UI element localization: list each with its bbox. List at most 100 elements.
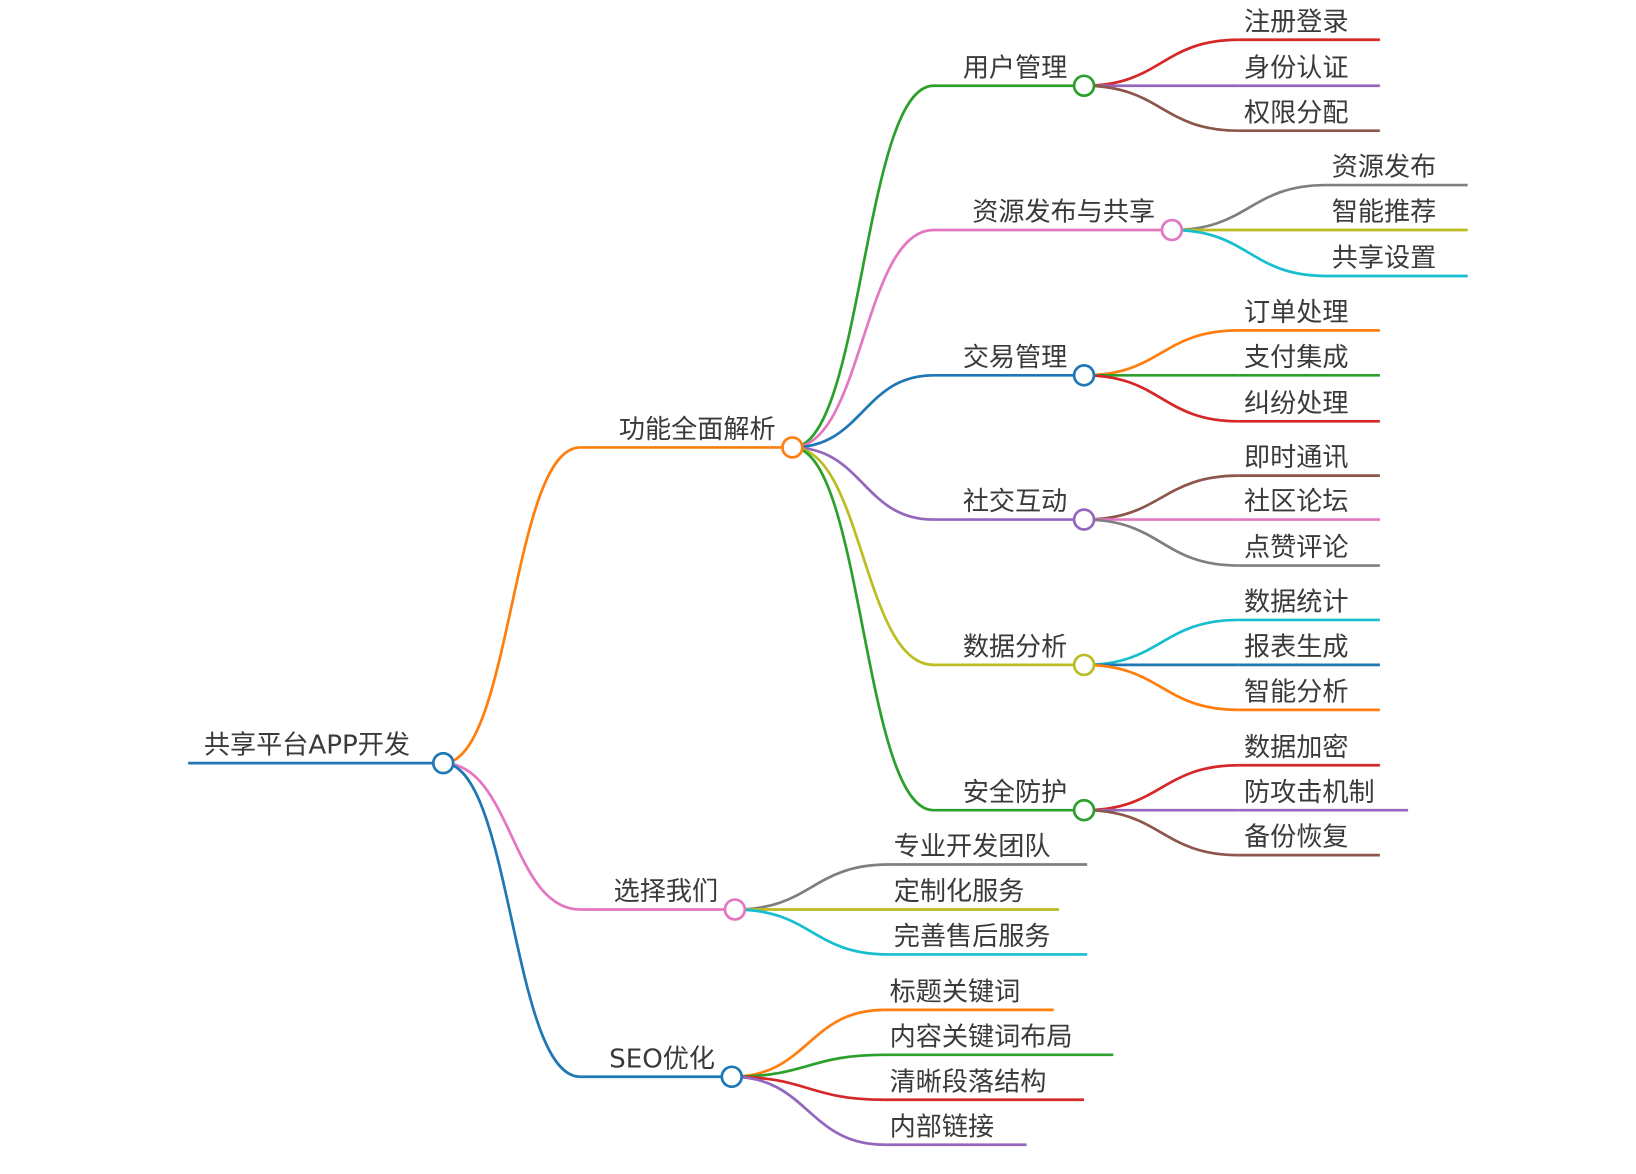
leaf-topic[interactable]: 定制化服务 bbox=[888, 877, 1059, 911]
topic-label: 选择我们 bbox=[614, 877, 719, 907]
collapse-toggle-circle[interactable] bbox=[1160, 218, 1184, 242]
leaf-topic[interactable]: 清晰段落结构 bbox=[884, 1067, 1085, 1102]
leaf-topic[interactable]: 备份恢复 bbox=[1238, 823, 1380, 857]
connector-curve bbox=[1171, 228, 1327, 278]
topic-label: 资源发布 bbox=[1332, 153, 1437, 183]
topic-label: 功能全面解析 bbox=[619, 415, 776, 445]
connector-curve bbox=[1084, 38, 1239, 88]
connector-curve bbox=[1084, 618, 1239, 667]
connector-curve bbox=[731, 1053, 885, 1079]
connector-curve bbox=[731, 1075, 885, 1102]
leaf-topic[interactable]: 订单处理 bbox=[1238, 298, 1380, 332]
topic-label: 内容关键词布局 bbox=[890, 1022, 1073, 1052]
topic-label: 订单处理 bbox=[1244, 298, 1349, 328]
connector-curve bbox=[792, 446, 934, 812]
leaf-topic[interactable]: 纠纷处理 bbox=[1238, 389, 1380, 423]
leaf-topic[interactable]: 完善售后服务 bbox=[888, 922, 1088, 956]
topic-label: 社交互动 bbox=[963, 487, 1068, 517]
topic-label: 身份认证 bbox=[1244, 53, 1349, 83]
topic-label: 完善售后服务 bbox=[894, 922, 1051, 952]
leaf-topic[interactable]: 即时通讯 bbox=[1238, 443, 1380, 478]
topic-label: 权限分配 bbox=[1244, 98, 1349, 128]
connector-curve bbox=[792, 84, 934, 449]
leaf-topic[interactable]: 数据加密 bbox=[1238, 733, 1380, 767]
collapse-toggle-circle[interactable] bbox=[1072, 508, 1096, 531]
connector-curve bbox=[1084, 663, 1239, 712]
topic-label: 报表生成 bbox=[1244, 632, 1349, 662]
connector-curve bbox=[1084, 474, 1239, 521]
connector-curve bbox=[792, 228, 934, 449]
branch-topic[interactable]: 选择我们 bbox=[580, 877, 747, 921]
connector-curve bbox=[731, 1008, 885, 1079]
connector-curve bbox=[792, 446, 934, 667]
topic-label: 安全防护 bbox=[963, 778, 1068, 808]
branch-topic[interactable]: 用户管理 bbox=[933, 53, 1096, 98]
leaf-topic[interactable]: 智能分析 bbox=[1238, 677, 1380, 712]
leaf-topic[interactable]: 权限分配 bbox=[1238, 98, 1380, 133]
topic-label: 共享设置 bbox=[1332, 244, 1437, 274]
connector-curve bbox=[1084, 329, 1239, 377]
topic-label: 定制化服务 bbox=[894, 877, 1025, 907]
topic-label: 资源发布与共享 bbox=[972, 198, 1155, 228]
collapse-toggle-circle[interactable] bbox=[431, 751, 455, 775]
connector-curve bbox=[734, 863, 889, 911]
topic-label: 数据加密 bbox=[1244, 733, 1349, 763]
topic-label: 共享平台APP开发 bbox=[204, 731, 410, 761]
branch-topic[interactable]: 数据分析 bbox=[933, 632, 1096, 677]
topic-label: 专业开发团队 bbox=[894, 832, 1051, 862]
connector-curve bbox=[792, 373, 934, 449]
topic-label: 支付集成 bbox=[1244, 343, 1349, 373]
connector-curve bbox=[734, 908, 889, 956]
leaf-topic[interactable]: 数据统计 bbox=[1238, 588, 1380, 622]
connector-curve bbox=[731, 1075, 885, 1147]
leaf-topic[interactable]: 内部链接 bbox=[884, 1112, 1027, 1147]
topic-label: 数据统计 bbox=[1244, 588, 1349, 618]
branch-topic[interactable]: 社交互动 bbox=[933, 487, 1096, 531]
leaf-topic[interactable]: 报表生成 bbox=[1238, 632, 1380, 667]
leaf-topic[interactable]: 社区论坛 bbox=[1238, 487, 1380, 521]
leaf-topic[interactable]: 防攻击机制 bbox=[1238, 778, 1409, 812]
topic-label: 智能推荐 bbox=[1332, 198, 1437, 228]
topic-label: 社区论坛 bbox=[1244, 487, 1349, 517]
collapse-toggle-circle[interactable] bbox=[1072, 74, 1096, 98]
collapse-toggle-circle[interactable] bbox=[781, 436, 804, 459]
collapse-toggle-circle[interactable] bbox=[1072, 364, 1096, 387]
branch-topic[interactable]: 功能全面解析 bbox=[580, 415, 804, 459]
leaf-topic[interactable]: 内容关键词布局 bbox=[884, 1022, 1114, 1057]
topic-label: 纠纷处理 bbox=[1244, 389, 1349, 419]
collapse-toggle-circle[interactable] bbox=[723, 898, 747, 921]
leaf-topic[interactable]: 资源发布 bbox=[1326, 153, 1468, 187]
topic-label: 即时通讯 bbox=[1244, 443, 1349, 473]
connector-curve bbox=[443, 761, 581, 1079]
leaf-topic[interactable]: 共享设置 bbox=[1326, 244, 1468, 278]
connector-curve bbox=[1084, 373, 1239, 423]
collapse-toggle-circle[interactable] bbox=[720, 1065, 744, 1089]
topic-label: 备份恢复 bbox=[1244, 823, 1349, 853]
branch-topic[interactable]: 安全防护 bbox=[933, 778, 1096, 822]
topic-label: 点赞评论 bbox=[1244, 533, 1349, 563]
leaf-topic[interactable]: 专业开发团队 bbox=[888, 832, 1088, 866]
leaf-topic[interactable]: 注册登录 bbox=[1238, 7, 1380, 42]
branch-topic[interactable]: 资源发布与共享 bbox=[933, 198, 1184, 242]
connector-curve bbox=[1084, 763, 1239, 812]
root-topic[interactable]: 共享平台APP开发 bbox=[188, 731, 455, 775]
topic-label: 用户管理 bbox=[963, 53, 1068, 83]
collapse-toggle-circle[interactable] bbox=[1072, 653, 1096, 677]
connector-curve bbox=[1084, 84, 1239, 133]
connector-curve bbox=[443, 446, 581, 765]
leaf-topic[interactable]: 点赞评论 bbox=[1238, 533, 1380, 567]
leaf-topic[interactable]: 智能推荐 bbox=[1326, 198, 1468, 232]
topic-label: 智能分析 bbox=[1244, 677, 1349, 707]
leaf-topic[interactable]: 支付集成 bbox=[1238, 343, 1380, 377]
branch-topic[interactable]: 交易管理 bbox=[933, 343, 1096, 387]
connector-curve bbox=[1171, 183, 1327, 232]
topic-label: 标题关键词 bbox=[890, 977, 1021, 1007]
connector-curve bbox=[1084, 808, 1239, 857]
leaf-topic[interactable]: 身份认证 bbox=[1238, 53, 1380, 88]
connector-curve bbox=[443, 761, 581, 911]
branch-topic[interactable]: SEO优化 bbox=[580, 1044, 744, 1089]
leaf-topic[interactable]: 标题关键词 bbox=[884, 977, 1054, 1012]
collapse-toggle-circle[interactable] bbox=[1072, 798, 1096, 822]
connector-curve bbox=[1084, 518, 1239, 567]
connector-curve bbox=[792, 446, 934, 521]
